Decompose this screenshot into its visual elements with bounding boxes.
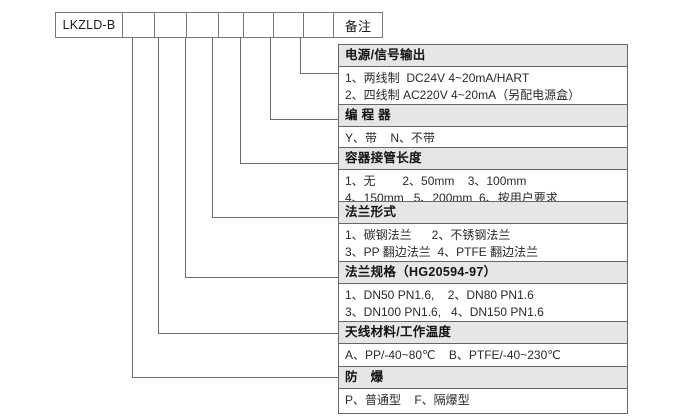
spec-title-explosion-proof: 防 爆 xyxy=(339,367,627,389)
spec-title-power-signal-output: 电源/信号输出 xyxy=(339,45,627,67)
model-code-strip: LKZLD-B 备注 xyxy=(55,12,383,38)
spec-line: 1、无 2、50mm 3、100mm xyxy=(345,174,527,188)
leader-hline-explosion-proof xyxy=(132,377,338,378)
leader-vline-power-signal-output xyxy=(300,38,301,74)
spec-title-flange-type: 法兰形式 xyxy=(339,202,627,224)
leader-hline-flange-spec xyxy=(185,277,338,278)
spec-block-flange-spec: 法兰规格（HG20594-97） 1、DN50 PN1.6, 2、DN80 PN… xyxy=(338,261,628,326)
leader-hline-antenna-material-temp xyxy=(158,333,338,334)
spec-body-programmer: Y、带 N、不带 xyxy=(339,127,627,151)
leader-hline-power-signal-output xyxy=(300,73,338,74)
spec-line: 3、DN100 PN1.6, 4、DN150 PN1.6 xyxy=(345,305,544,319)
spec-line: 1、碳钢法兰 2、不锈钢法兰 xyxy=(345,228,511,242)
spec-body-antenna-material-temp: A、PP/-40~80℃ B、PTFE/-40~230℃ xyxy=(339,344,627,368)
code-cell-2 xyxy=(154,12,186,38)
spec-line: A、PP/-40~80℃ B、PTFE/-40~230℃ xyxy=(345,348,561,362)
code-cell-1 xyxy=(122,12,154,38)
code-cell-3 xyxy=(186,12,218,38)
code-cell-6 xyxy=(273,12,303,38)
spec-body-flange-type: 1、碳钢法兰 2、不锈钢法兰 3、PP 翻边法兰 4、PTFE 翻边法兰 xyxy=(339,224,627,265)
code-cell-7 xyxy=(303,12,333,38)
leader-vline-antenna-material-temp xyxy=(158,38,159,334)
spec-line: 1、两线制 DC24V 4~20mA/HART xyxy=(345,71,530,85)
spec-block-power-signal-output: 电源/信号输出 1、两线制 DC24V 4~20mA/HART 2、四线制 AC… xyxy=(338,44,628,109)
leader-hline-programmer xyxy=(270,119,338,120)
spec-block-flange-type: 法兰形式 1、碳钢法兰 2、不锈钢法兰 3、PP 翻边法兰 4、PTFE 翻边法… xyxy=(338,201,628,266)
code-cell-5 xyxy=(243,12,273,38)
spec-line: P、普通型 F、隔爆型 xyxy=(345,393,470,407)
spec-line: 1、DN50 PN1.6, 2、DN80 PN1.6 xyxy=(345,288,534,302)
spec-block-explosion-proof: 防 爆 P、普通型 F、隔爆型 xyxy=(338,366,628,414)
spec-body-flange-spec: 1、DN50 PN1.6, 2、DN80 PN1.6 3、DN100 PN1.6… xyxy=(339,284,627,325)
code-cell-4 xyxy=(218,12,243,38)
leader-hline-vessel-nozzle-length xyxy=(240,163,338,164)
spec-line: 3、PP 翻边法兰 4、PTFE 翻边法兰 xyxy=(345,245,539,259)
spec-body-explosion-proof: P、普通型 F、隔爆型 xyxy=(339,389,627,413)
spec-body-power-signal-output: 1、两线制 DC24V 4~20mA/HART 2、四线制 AC220V 4~2… xyxy=(339,67,627,108)
leader-hline-flange-type xyxy=(212,217,338,218)
spec-title-vessel-nozzle-length: 容器接管长度 xyxy=(339,148,627,170)
leader-vline-flange-spec xyxy=(185,38,186,278)
leader-vline-programmer xyxy=(270,38,271,120)
spec-title-flange-spec: 法兰规格（HG20594-97） xyxy=(339,262,627,284)
spec-block-programmer: 编 程 器 Y、带 N、不带 xyxy=(338,104,628,152)
spec-line: 2、四线制 AC220V 4~20mA（另配电源盒） xyxy=(345,88,581,102)
spec-title-programmer: 编 程 器 xyxy=(339,105,627,127)
spec-block-antenna-material-temp: 天线材料/工作温度 A、PP/-40~80℃ B、PTFE/-40~230℃ xyxy=(338,321,628,369)
spec-title-antenna-material-temp: 天线材料/工作温度 xyxy=(339,322,627,344)
spec-line: Y、带 N、不带 xyxy=(345,131,436,145)
code-cell-remark: 备注 xyxy=(333,12,383,38)
leader-vline-flange-type xyxy=(212,38,213,218)
leader-vline-vessel-nozzle-length xyxy=(240,38,241,164)
code-cell-model: LKZLD-B xyxy=(55,12,122,38)
leader-vline-explosion-proof xyxy=(132,38,133,378)
